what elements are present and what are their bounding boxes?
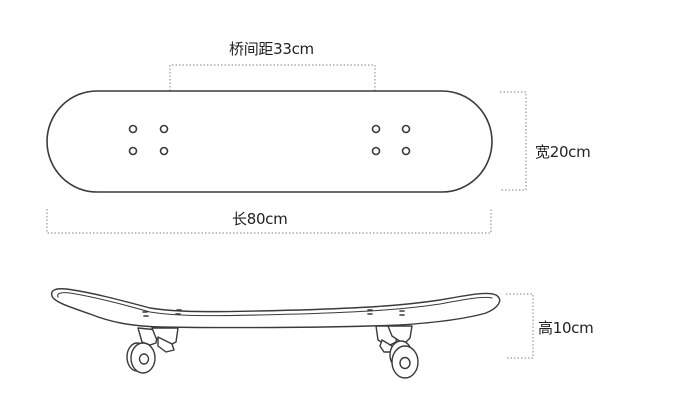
length-label: 长80cm	[232, 210, 288, 228]
length-bracket	[46, 209, 492, 234]
width-label: 宽20cm	[535, 143, 591, 161]
deck-top-view	[46, 90, 493, 193]
height-bracket	[506, 293, 534, 359]
truck-bolt-holes-left	[128, 124, 169, 156]
height-label: 高10cm	[538, 319, 594, 337]
skateboard-side-view	[50, 288, 501, 379]
truck-bolt-holes-right	[371, 124, 411, 156]
truck-distance-label: 桥间距33cm	[229, 40, 314, 58]
width-bracket	[500, 91, 527, 191]
truck-distance-bracket	[169, 64, 376, 91]
